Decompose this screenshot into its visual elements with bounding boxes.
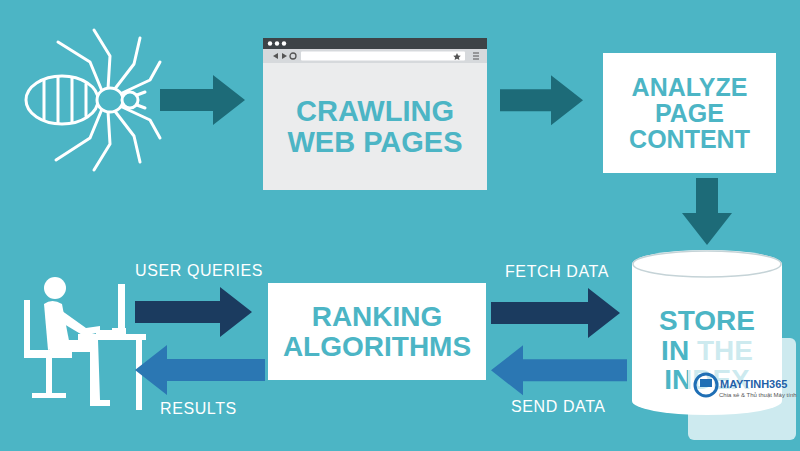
chair-post [46,358,52,394]
node-title: ANALYZE PAGE CONTENT [609,74,770,153]
spider-fangs [137,92,145,108]
monitor-stand [112,328,126,334]
process-box: RANKING ALGORITHMS [268,283,486,380]
flow-arrow [682,178,732,245]
address-bar [301,52,465,61]
menu-icon [473,53,479,59]
desk-top [78,334,146,340]
star-icon [453,53,461,60]
forward-icon [282,53,287,59]
spider-leg [94,111,110,170]
cylinder-top [633,251,781,277]
monitor [118,284,125,328]
chair-back [24,300,30,358]
flow-arrow [160,75,245,125]
spider-leg [114,110,140,162]
watermark-text: Chia sẻ & Thủ thuật Máy tính [719,392,797,398]
watermark-logo [695,374,717,396]
chair-base [32,393,66,398]
spider-thorax [97,88,123,112]
browser-titlebar [263,38,487,49]
flow-arrow [500,75,583,125]
reload-icon [290,53,296,59]
node-title: RANKING ALGORITHMS [276,302,478,361]
desk-leg [136,340,142,410]
spider-stripes [44,77,86,123]
flow-label: RESULTS [160,400,237,418]
result-arrow [135,345,265,395]
query-arrow [135,287,252,337]
watermark-logo-screen [700,379,712,387]
watermark-panel [688,338,796,440]
spider-leg [94,30,110,89]
back-icon [273,53,278,59]
window-dot [282,41,286,45]
spider-leg [120,106,160,138]
user-arm [54,308,100,336]
browser-toolbar [263,49,487,63]
flow-arrow [491,345,627,395]
spider-head [122,92,138,108]
user-head [44,277,66,299]
text-holder: CRAWLING WEB PAGES [263,63,487,190]
watermark-text: MAYTINH365 [720,378,787,390]
window-dot [268,41,272,45]
process-box: ANALYZE PAGE CONTENT [603,53,776,173]
user-leg [48,340,110,406]
window-dot [275,41,279,45]
text-holder: RANKING ALGORITHMS [268,283,486,380]
edge-label: SEND DATA [511,398,606,416]
node-title: CRAWLING WEB PAGES [283,96,467,157]
browser-window: CRAWLING WEB PAGES [263,38,487,190]
edge-label: FETCH DATA [505,263,609,281]
text-holder: ANALYZE PAGE CONTENT [603,53,776,173]
spider-illustration [26,30,160,170]
flow-label: USER QUERIES [135,262,263,280]
spider-abdomen [26,76,98,124]
spider-leg [120,62,160,94]
user-illustration [24,277,146,410]
spider-leg [114,38,140,90]
flow-arrow [491,288,620,338]
window-dots [263,38,303,49]
keyboard [96,330,112,334]
toolbar-bg [263,49,487,63]
